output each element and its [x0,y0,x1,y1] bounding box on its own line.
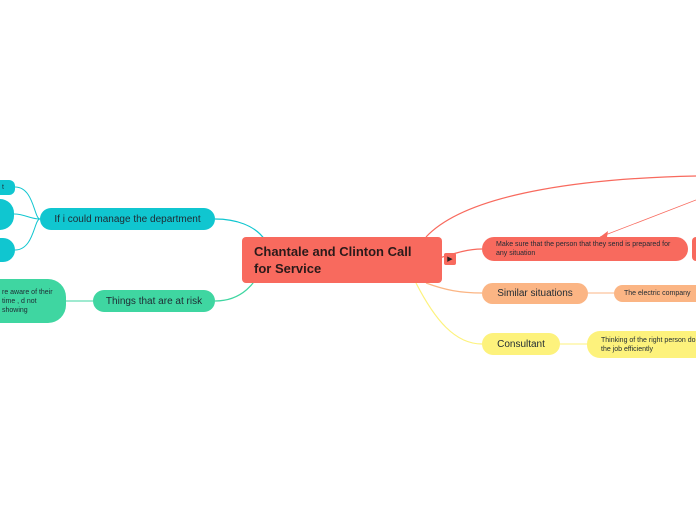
branch-things-at-risk[interactable]: Things that are at risk [93,290,215,312]
connector-manage-to-sub2 [13,213,41,220]
branch-manage-department-label: If i could manage the department [54,213,201,225]
subtopic-manage-2[interactable] [0,199,14,230]
branch-similar-situations-label: Similar situations [497,288,573,299]
subtopic-risk-awareness[interactable]: re aware of their time , d not showing [0,279,66,323]
branch-prepared-person-label: Make sure that the person that they send… [496,241,671,257]
relationship-arrowhead [600,231,608,237]
branch-similar-situations[interactable]: Similar situations [482,283,588,304]
branch-consultant[interactable]: Consultant [482,333,560,355]
subtopic-risk-awareness-label: re aware of their time , d not showing [2,288,53,314]
subtopic-manage-1-label: t [2,184,4,191]
subtopic-prepared-offscreen[interactable] [692,237,696,261]
branch-consultant-label: Consultant [497,338,545,350]
subtopic-right-person[interactable]: Thinking of the right person do the job … [587,331,696,358]
central-topic[interactable]: Chantale and Clinton Call for Service [242,237,442,283]
subtopic-electric-company[interactable]: The electric company [614,285,696,302]
subtopic-electric-company-label: The electric company [624,290,691,297]
branch-prepared-person[interactable]: Make sure that the person that they send… [482,237,688,261]
branch-things-at-risk-label: Things that are at risk [105,295,203,307]
connector-root-to-manage [214,218,266,241]
relationship-line [599,199,696,238]
connector-root-to-consultant [415,282,483,345]
connector-manage-to-sub3 [14,218,41,251]
connector-root-to-similar [425,282,483,294]
subtopic-manage-3[interactable] [0,238,15,262]
central-topic-label: Chantale and Clinton Call for Service [254,244,412,276]
connector-root-to-red-top [425,175,696,238]
subtopic-right-person-label: Thinking of the right person do the job … [601,336,696,353]
branch-manage-department[interactable]: If i could manage the department [40,208,215,230]
collapse-toggle-icon[interactable]: ▶ [444,253,456,265]
connector-manage-to-sub1 [14,186,41,220]
subtopic-manage-1[interactable]: t [0,180,15,195]
